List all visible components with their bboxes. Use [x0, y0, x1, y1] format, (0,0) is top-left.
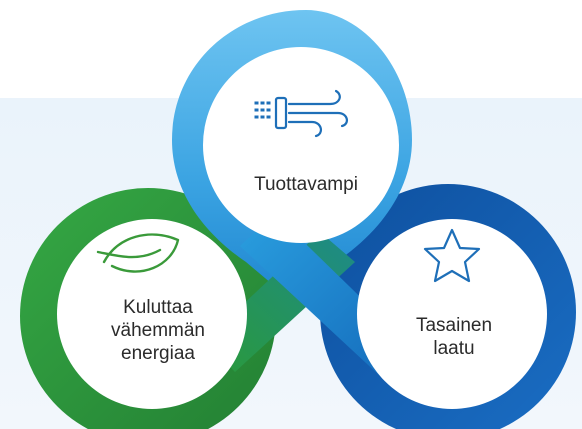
- top-node-label: Tuottavampi: [254, 174, 358, 195]
- leaf-icon: [96, 233, 180, 273]
- right-node-label: Tasainen laatu: [415, 315, 493, 359]
- right-node: [357, 219, 547, 409]
- ventilation-icon: [254, 89, 348, 138]
- left-node-label: Kuluttaa vähemmän energiaa: [111, 297, 205, 364]
- top-node: [203, 47, 399, 243]
- left-node: [57, 219, 247, 409]
- star-icon: [423, 228, 481, 283]
